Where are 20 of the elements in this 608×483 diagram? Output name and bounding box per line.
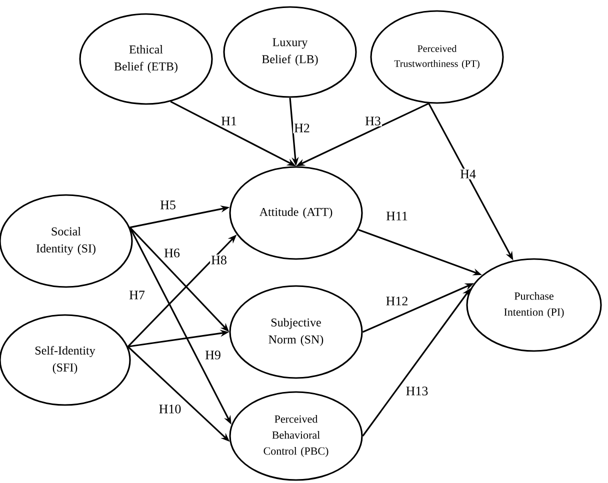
ellipse-node: Ethical Belief (ETB) — [79, 13, 213, 105]
edge-label: H1 — [220, 116, 238, 126]
edge-label: H13 — [404, 386, 430, 396]
edge-label: H6 — [163, 248, 181, 258]
edge-label: H8 — [210, 254, 228, 266]
edge-label: H12 — [384, 296, 410, 306]
edge-label: H7 — [128, 290, 146, 300]
edge-label: H10 — [158, 404, 182, 414]
edge-label: H11 — [385, 210, 409, 222]
ellipse-node: Subjective Norm (SN) — [229, 285, 363, 379]
edge-label: H5 — [159, 200, 177, 210]
ellipse-node: Attitude (ATT) — [229, 166, 363, 260]
ellipse-node: Perceived Trustworthiness (PT) — [370, 10, 504, 104]
ellipse-node: Perceived Behavioral Control (PBC) — [229, 391, 363, 481]
edge-label: H9 — [204, 350, 222, 360]
edge-label: H3 — [364, 116, 382, 126]
edge-label: H4 — [459, 168, 477, 180]
ellipse-node: Purchase Intention (PI) — [466, 258, 602, 352]
edge-label: H2 — [293, 122, 311, 134]
ellipse-node: Luxury Belief (LB) — [223, 6, 357, 98]
